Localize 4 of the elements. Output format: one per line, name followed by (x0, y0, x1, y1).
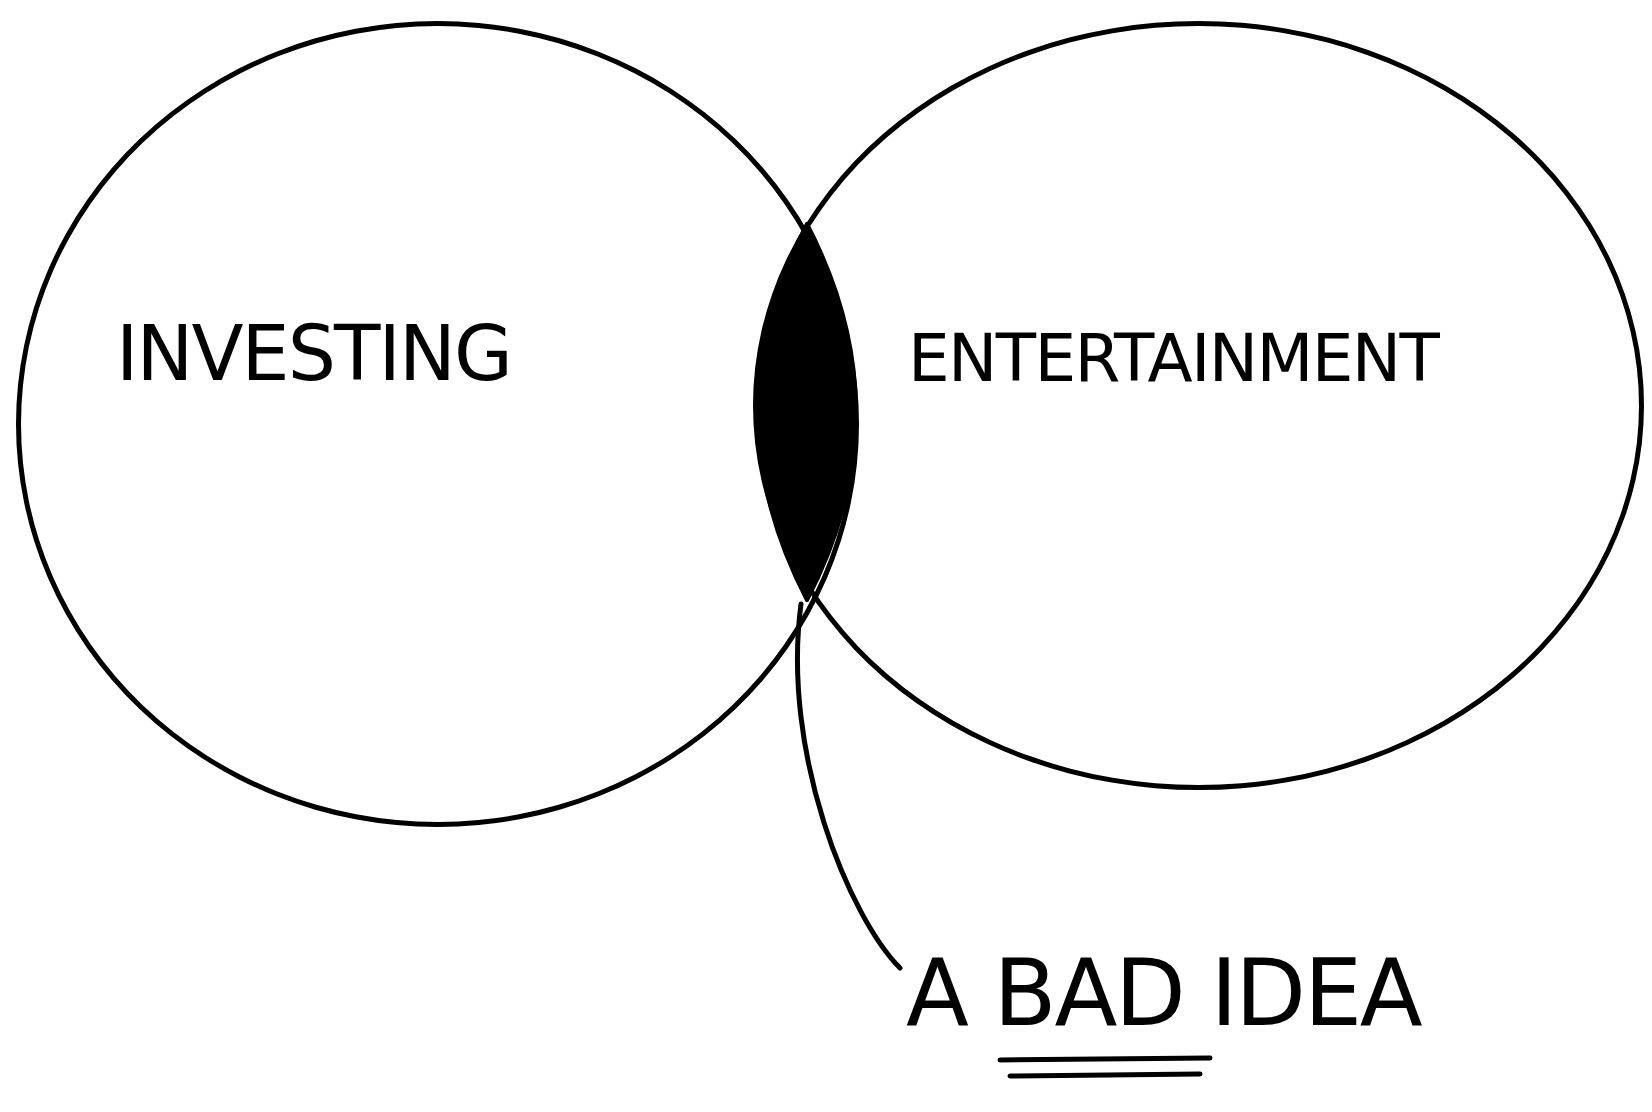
callout-label: A BAD IDEA (906, 948, 1421, 1040)
leader-line (795, 601, 903, 971)
set-label: ENTERTAINMENT (908, 326, 1439, 392)
set-label: INVESTING (116, 316, 511, 392)
